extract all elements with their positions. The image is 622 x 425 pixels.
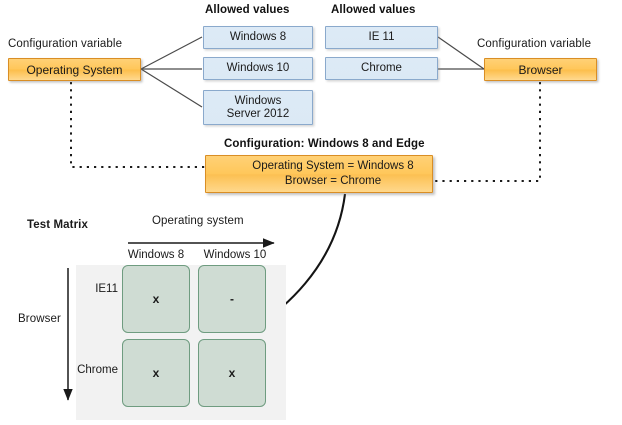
matrix-y-axis-label: Browser [18, 313, 61, 325]
os-variable-caption: Configuration variable [8, 38, 123, 50]
matrix-column-header-windows-10: Windows 10 [203, 249, 267, 261]
allowed-value-windows-10[interactable]: Windows 10 [203, 57, 313, 80]
os-allowed-values-heading: Allowed values [205, 4, 290, 16]
configuration-heading: Configuration: Windows 8 and Edge [224, 138, 425, 150]
matrix-cell-chrome-windows-8[interactable]: x [122, 339, 190, 407]
allowed-value-windows-server-2012[interactable]: Windows Server 2012 [203, 90, 313, 125]
configuration-line-os: Operating System = Windows 8 [252, 160, 414, 172]
configuration-line-browser: Browser = Chrome [284, 175, 382, 187]
matrix-row-header-chrome: Chrome [77, 364, 118, 376]
browser-variable-caption: Configuration variable [477, 38, 592, 50]
os-value-connectors [140, 36, 203, 108]
test-matrix-title: Test Matrix [27, 219, 88, 231]
config-variable-operating-system[interactable]: Operating System [8, 58, 141, 81]
os-to-config-dotted [70, 82, 213, 168]
matrix-cell-ie11-windows-10[interactable]: - [198, 265, 266, 333]
matrix-cell-chrome-windows-10[interactable]: x [198, 339, 266, 407]
matrix-cell-ie11-windows-8[interactable]: x [122, 265, 190, 333]
allowed-value-ie-11[interactable]: IE 11 [325, 26, 438, 49]
matrix-column-header-windows-8: Windows 8 [127, 249, 185, 261]
allowed-value-chrome[interactable]: Chrome [325, 57, 438, 80]
configuration-box[interactable]: Operating System = Windows 8 Browser = C… [205, 155, 433, 193]
matrix-row-header-ie11: IE11 [95, 283, 118, 295]
config-variable-browser[interactable]: Browser [484, 58, 597, 81]
matrix-x-axis-label: Operating system [152, 215, 244, 227]
browser-allowed-values-heading: Allowed values [331, 4, 416, 16]
allowed-value-windows-8[interactable]: Windows 8 [203, 26, 313, 49]
